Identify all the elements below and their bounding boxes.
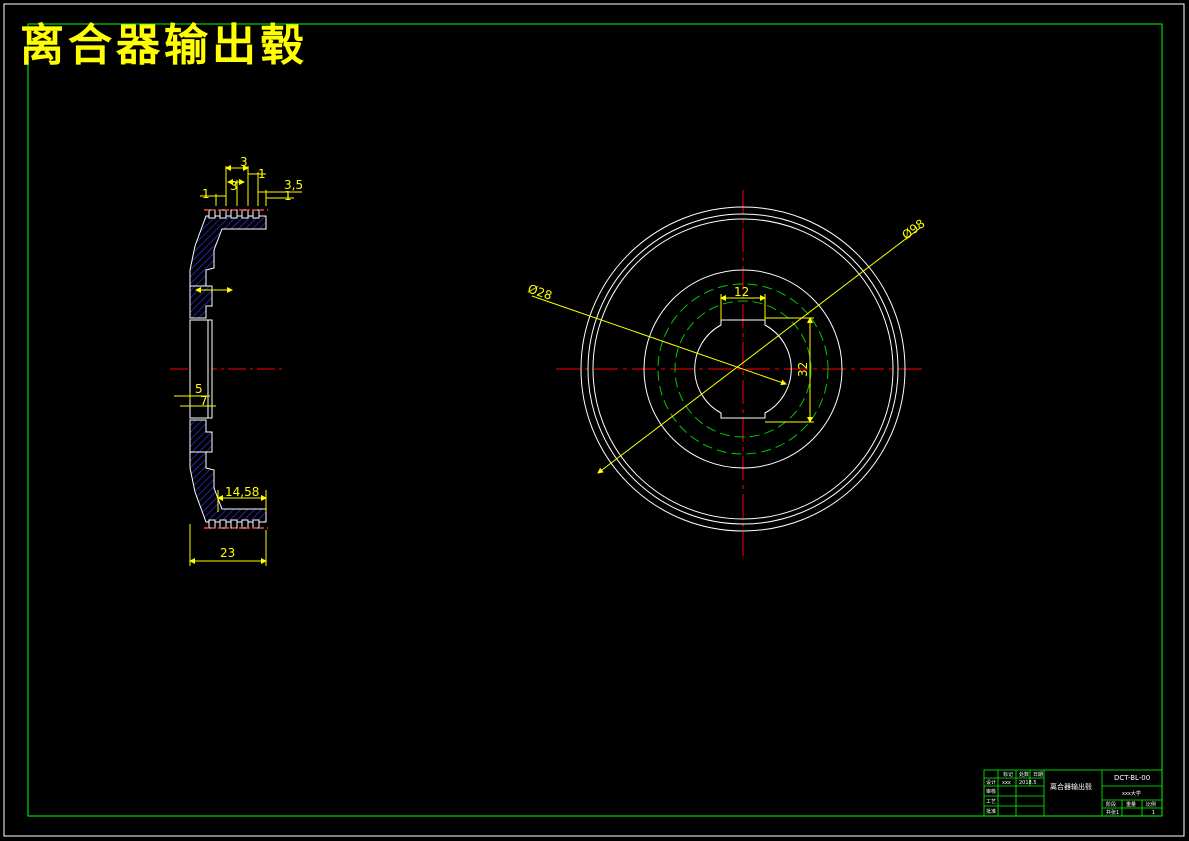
tb-label-approve: 批准 xyxy=(986,808,996,815)
keyed-bore xyxy=(694,319,792,419)
outer-circle xyxy=(580,206,906,532)
dim-key-height: 32 xyxy=(796,362,810,377)
dim-3-inner: 3 xyxy=(230,179,238,193)
section-view: 3 1 3,5 1 3 1 5 7 14,58 23 xyxy=(170,155,303,566)
section-bore xyxy=(189,319,213,419)
hub-circle xyxy=(643,269,843,469)
tb-label-check: 审核 xyxy=(986,788,996,795)
outer-frame xyxy=(3,3,1185,837)
tb-label-design: 设计 xyxy=(986,779,996,786)
dim-key-width: 12 xyxy=(734,285,749,299)
title-block: 标记 处数 日期 设计 xxx 2018.5 审核 工艺 批准 离合器输出毂 D… xyxy=(983,769,1163,817)
dim-bore-dia: Ø28 xyxy=(526,282,554,303)
front-view: Ø98 Ø28 12 32 xyxy=(526,190,928,560)
dim-7: 7 xyxy=(200,394,208,408)
tb-label-process: 工艺 xyxy=(986,799,996,805)
drawing-title: 离合器输出毂 xyxy=(20,20,308,71)
dim-top-1-right: 1 xyxy=(258,167,266,181)
inner-frame xyxy=(27,23,1163,817)
dim-top-3: 3 xyxy=(240,155,248,169)
dim-23: 23 xyxy=(220,546,235,560)
dim-3-5: 3,5 xyxy=(284,178,303,192)
section-top-hatch xyxy=(189,215,267,287)
tb-label-mark: 标记 xyxy=(1003,771,1013,778)
top-teeth xyxy=(208,209,260,219)
tb-label-date: 日期 xyxy=(1033,772,1043,778)
tb-drawing-number: DCT-BL-00 xyxy=(1114,774,1150,782)
section-hub-top xyxy=(189,285,213,319)
tb-label-stage: 阶段 xyxy=(1106,801,1116,808)
tb-label-scale: 比例 xyxy=(1146,801,1156,808)
section-bottom-hatch xyxy=(189,451,267,523)
tb-school: xxx大学 xyxy=(1122,790,1141,797)
tb-design-date: 2018.5 xyxy=(1019,780,1037,786)
tb-label-count: 处数 xyxy=(1019,771,1029,778)
tb-label-sheet: 共张 xyxy=(1106,809,1116,816)
dim-1-left: 1 xyxy=(202,187,210,201)
outer-circle-3 xyxy=(592,218,894,520)
tb-designer: xxx xyxy=(1002,780,1011,786)
dim-14-58: 14,58 xyxy=(225,485,259,499)
tb-label-weight: 重量 xyxy=(1126,801,1136,808)
dim-5: 5 xyxy=(195,382,203,396)
hidden-circle-outer xyxy=(657,283,829,455)
tb-scale-value: 1 xyxy=(1152,810,1155,816)
section-hub-bottom xyxy=(189,419,213,453)
tb-sheet-value: 1 xyxy=(1116,810,1119,816)
outer-circle-2 xyxy=(587,213,899,525)
dim-outer-dia: Ø98 xyxy=(899,216,927,242)
dim-1-right: 1 xyxy=(284,189,292,203)
tb-part-name: 离合器输出毂 xyxy=(1050,782,1092,791)
